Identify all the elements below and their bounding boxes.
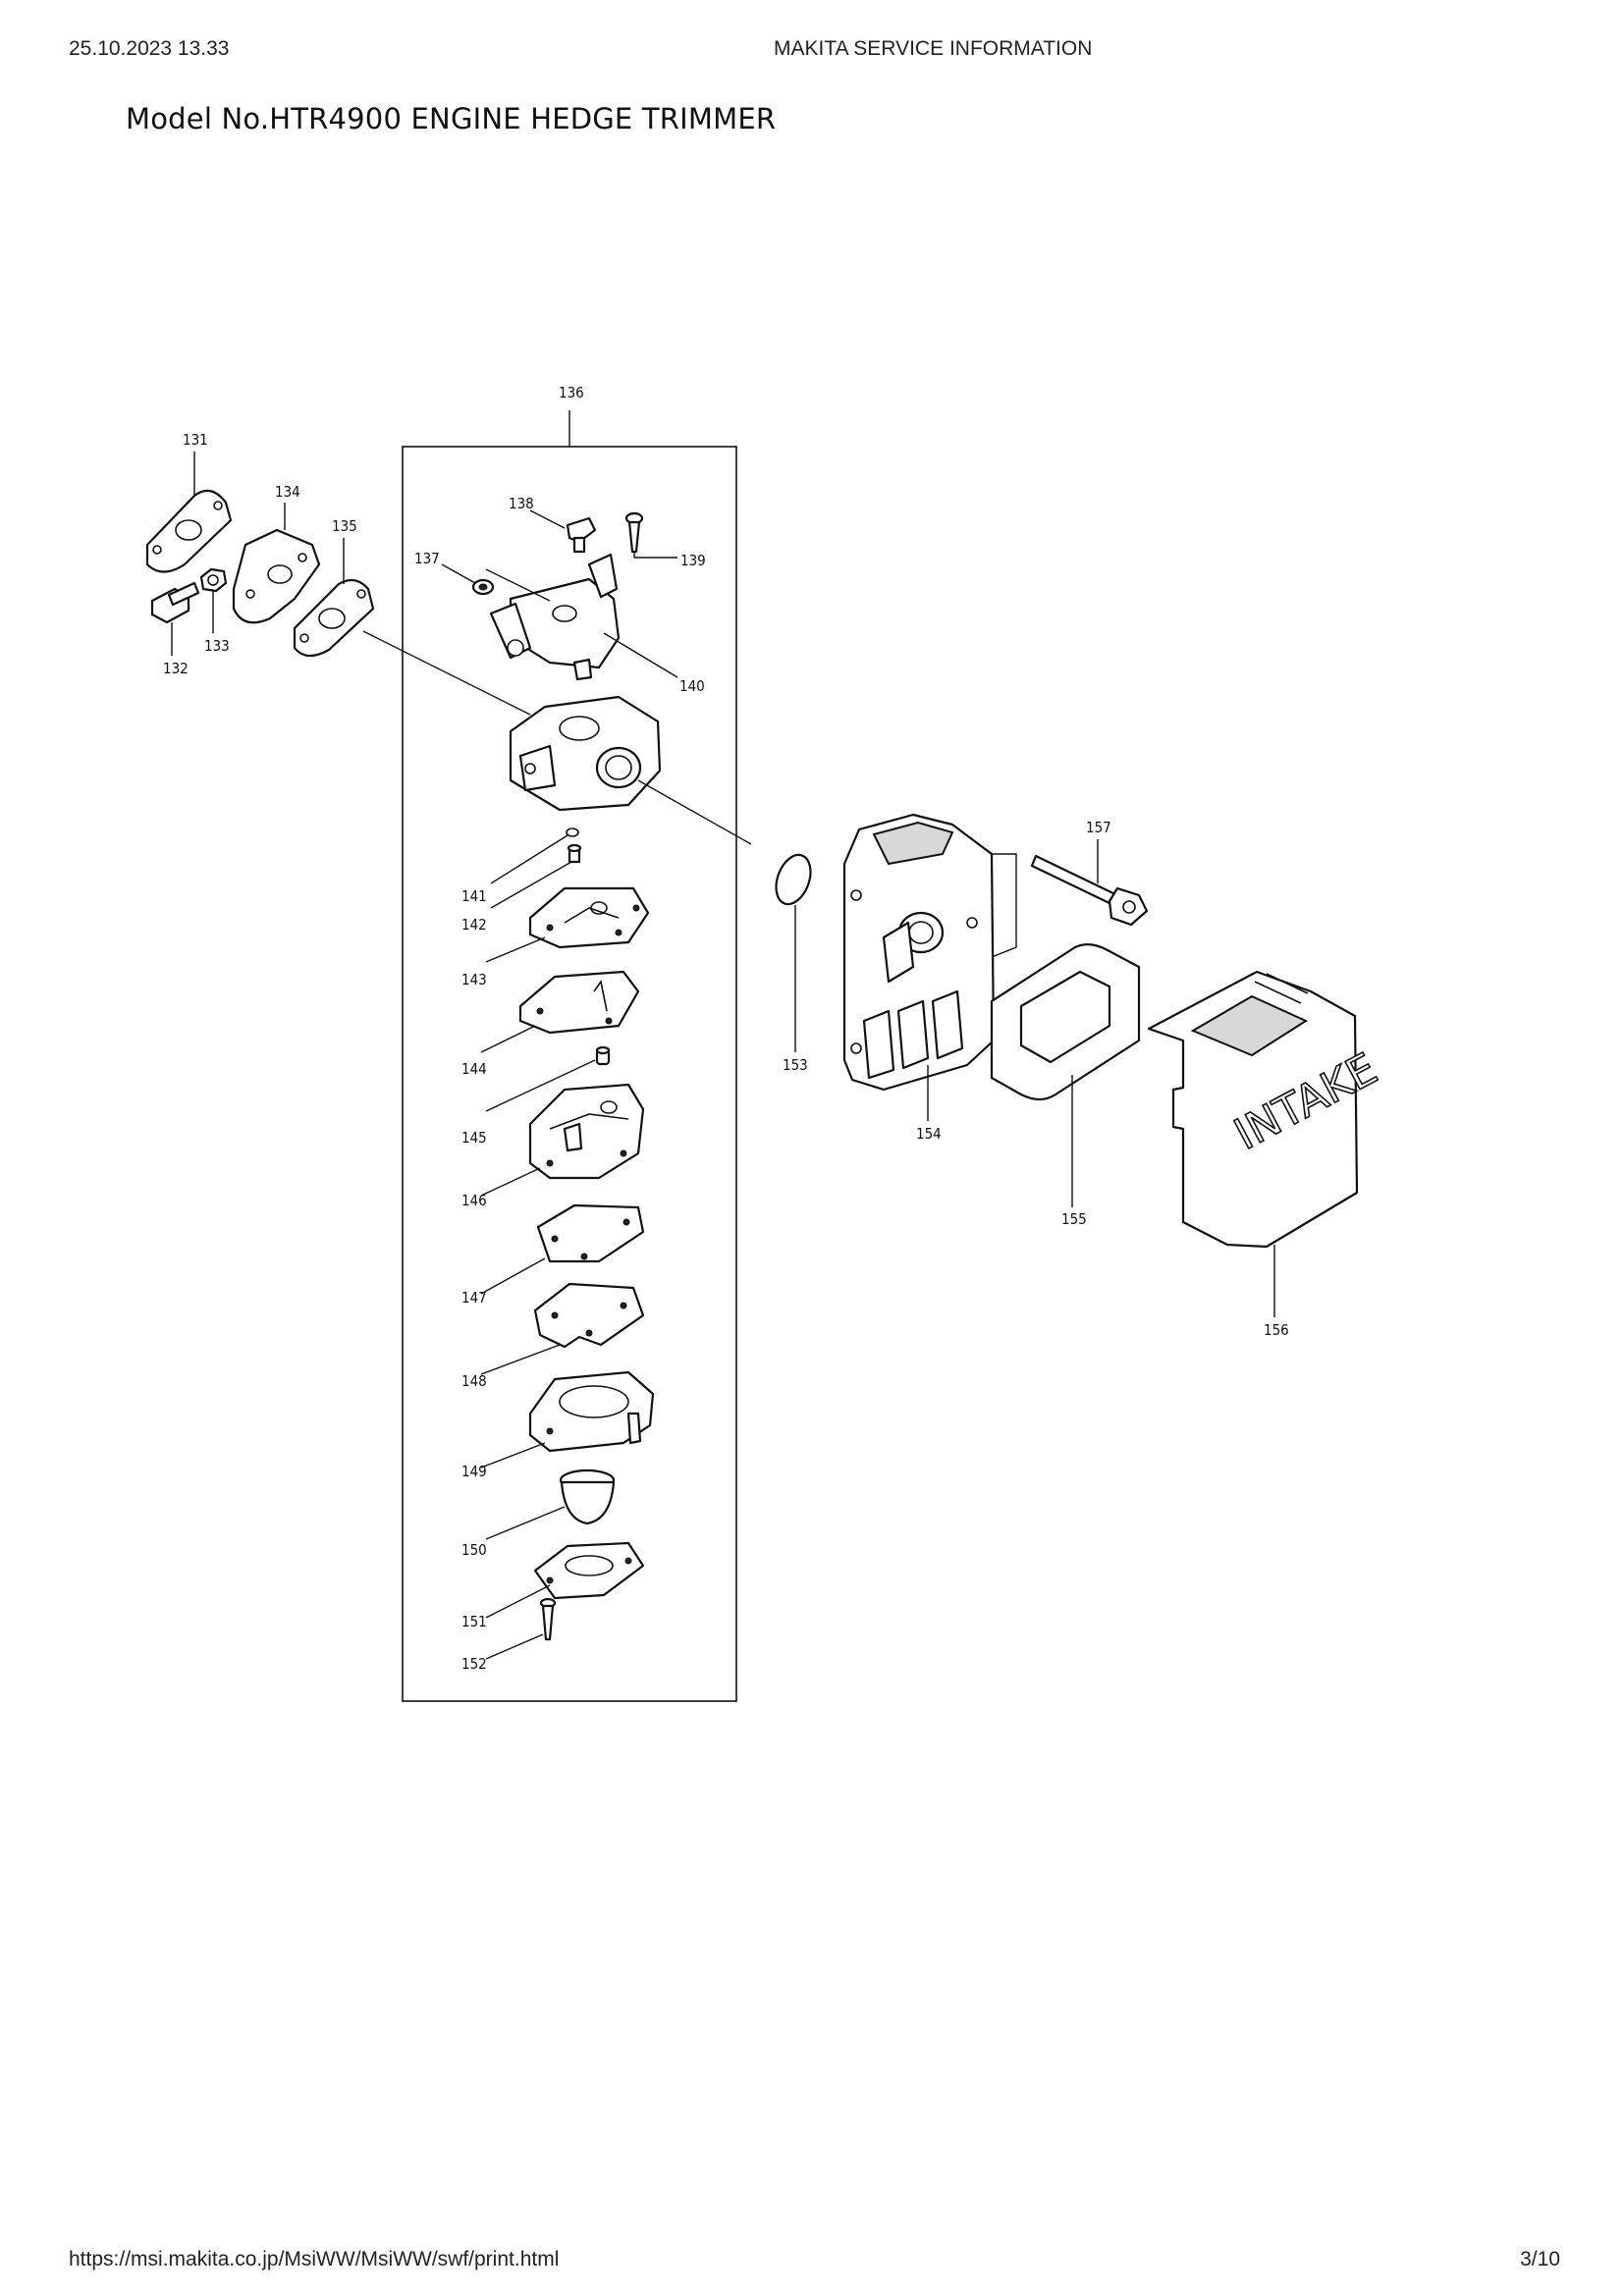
- air-cleaner-case-154: [842, 813, 996, 1092]
- throttle-lever-140: [489, 553, 621, 681]
- leader-147: [480, 1257, 546, 1295]
- air-filter-155: [990, 943, 1141, 1101]
- nut-133: [199, 567, 228, 593]
- footer-url: https://msi.makita.co.jp/MsiWW/MsiWW/swf…: [69, 2248, 560, 2270]
- diaphragm-144: [518, 970, 640, 1035]
- leader-carb-to-o-ring: [637, 779, 752, 845]
- knob-138: [566, 516, 597, 554]
- leader-157-to-case: [991, 853, 1017, 958]
- leader-138: [529, 509, 566, 529]
- primer-bulb-150: [559, 1468, 616, 1525]
- label-131: 131: [183, 431, 208, 449]
- gasket-135: [293, 578, 375, 658]
- spacer-134: [232, 528, 321, 624]
- needle-142: [567, 843, 582, 864]
- label-152: 152: [461, 1655, 487, 1673]
- leader-148: [480, 1344, 561, 1375]
- label-153: 153: [783, 1056, 808, 1074]
- leader-137-to-lever: [485, 568, 551, 602]
- label-138: 138: [509, 495, 534, 512]
- leader-139: [633, 552, 677, 559]
- label-143: 143: [461, 971, 487, 988]
- page-title: Model No.HTR4900 ENGINE HEDGE TRIMMER: [126, 102, 777, 135]
- label-149: 149: [461, 1463, 487, 1480]
- gasket-131: [145, 489, 233, 573]
- bulb-retainer-151: [533, 1541, 645, 1600]
- label-134: 134: [275, 483, 300, 501]
- print-date: 25.10.2023 13.33: [69, 37, 230, 60]
- leader-137: [441, 563, 476, 584]
- screw-152: [539, 1597, 557, 1641]
- label-135: 135: [332, 517, 357, 535]
- label-142: 142: [461, 916, 487, 934]
- label-147: 147: [461, 1289, 487, 1307]
- label-133: 133: [204, 637, 230, 655]
- leader-146: [480, 1167, 541, 1197]
- label-151: 151: [461, 1613, 487, 1630]
- metering-body-146: [528, 1083, 645, 1180]
- pin-145: [595, 1045, 611, 1066]
- screw-132: [150, 581, 200, 624]
- site-title: MAKITA SERVICE INFORMATION: [774, 37, 1093, 60]
- leader-145: [485, 1059, 596, 1112]
- leader-151: [485, 1584, 551, 1619]
- label-150: 150: [461, 1541, 487, 1559]
- leader-144: [480, 1025, 536, 1053]
- carburetor-body: [509, 695, 662, 812]
- leader-141: [490, 834, 568, 884]
- leader-150: [485, 1506, 566, 1540]
- label-137: 137: [414, 550, 440, 567]
- leader-135-to-carb: [362, 630, 531, 716]
- o-ring-141: [566, 828, 579, 837]
- leader-152: [485, 1633, 544, 1660]
- leader-149: [480, 1442, 546, 1468]
- label-141: 141: [461, 887, 487, 905]
- label-139: 139: [680, 552, 706, 569]
- air-cleaner-cover-156: INTAKE: [1147, 970, 1386, 1249]
- washer-137: [471, 578, 495, 596]
- label-146: 146: [461, 1192, 487, 1209]
- label-155: 155: [1061, 1210, 1087, 1228]
- page-number: 3/10: [1520, 2248, 1560, 2270]
- cover-149: [528, 1370, 655, 1453]
- diaphragm-148: [533, 1282, 645, 1349]
- o-ring-153: [775, 853, 812, 906]
- bolt-157: [1030, 854, 1149, 927]
- label-148: 148: [461, 1372, 487, 1390]
- label-154: 154: [916, 1125, 942, 1143]
- label-136: 136: [559, 384, 584, 401]
- leader-142: [490, 861, 572, 909]
- label-140: 140: [679, 677, 705, 695]
- leader-143: [485, 936, 546, 963]
- pump-cover-143: [528, 886, 650, 949]
- label-144: 144: [461, 1060, 487, 1078]
- label-132: 132: [163, 660, 189, 677]
- label-157: 157: [1086, 819, 1111, 836]
- label-145: 145: [461, 1129, 487, 1147]
- label-156: 156: [1264, 1321, 1289, 1339]
- leader-140: [603, 632, 678, 678]
- screw-139: [624, 511, 644, 554]
- gasket-147: [536, 1203, 645, 1263]
